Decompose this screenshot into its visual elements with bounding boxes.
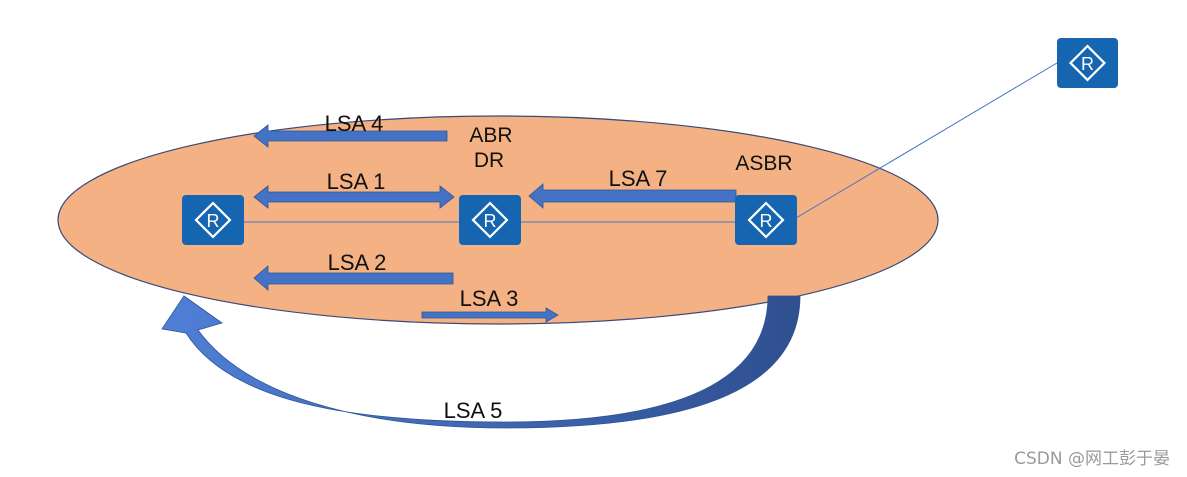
router-icon: R (471, 201, 509, 239)
router-body (182, 195, 244, 245)
lsa1-label: LSA 1 (327, 169, 386, 194)
abr-label: ABR (469, 124, 512, 147)
lsa4-label: LSA 4 (325, 111, 384, 136)
router-glyph: R (1081, 54, 1094, 74)
lsa7-label: LSA 7 (609, 166, 668, 191)
lsa5-curved-arrow (161, 295, 801, 429)
router-external[interactable]: R (1057, 38, 1118, 88)
router-icon: R (1068, 44, 1107, 82)
router-asbr[interactable]: R (735, 195, 797, 245)
lsa1-arrow (253, 185, 455, 209)
dr-label: DR (474, 149, 504, 172)
lsa3-label: LSA 3 (460, 286, 519, 311)
router-icon: R (747, 201, 785, 239)
watermark: CSDN @网工彭于晏 (1014, 449, 1170, 469)
router-icon: R (194, 201, 232, 239)
lsa2-label: LSA 2 (328, 250, 387, 275)
lsa7-arrow (528, 183, 737, 209)
link-asbr-external (795, 59, 1063, 219)
lsa5-label: LSA 5 (444, 398, 503, 423)
router-body (1057, 38, 1118, 88)
asbr-label: ASBR (735, 152, 792, 175)
router-body (735, 195, 797, 245)
router-glyph: R (207, 211, 220, 231)
router-body (459, 195, 521, 245)
router-glyph: R (484, 211, 497, 231)
router-abr-dr[interactable]: R (459, 195, 521, 245)
lsa2-arrow (253, 265, 454, 291)
lsa4-arrow (253, 124, 448, 148)
lsa3-arrow (421, 307, 559, 323)
router-r1[interactable]: R (182, 195, 244, 245)
router-glyph: R (760, 211, 773, 231)
